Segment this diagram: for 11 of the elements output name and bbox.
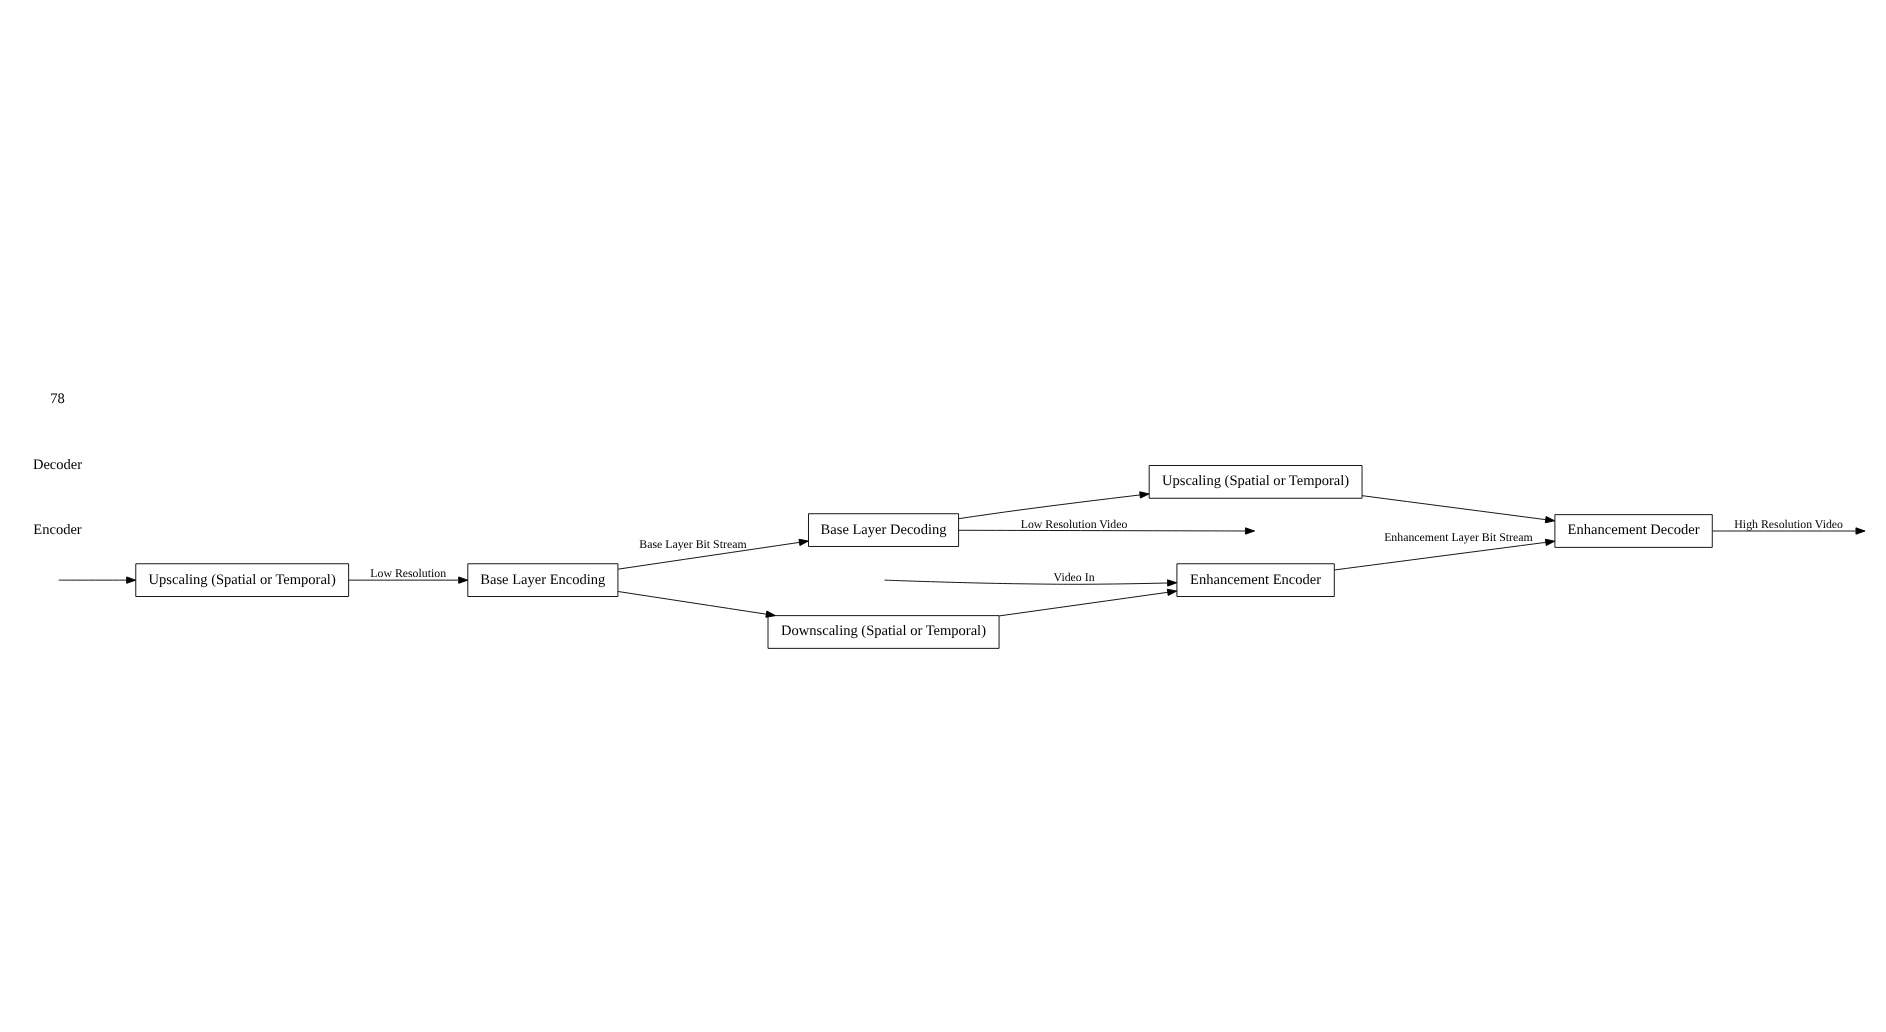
arrow [958, 527, 1255, 535]
arrow [958, 491, 1150, 520]
arrow [348, 576, 469, 584]
arrow [617, 538, 809, 570]
arrow [1712, 527, 1866, 535]
arrow [1334, 538, 1556, 571]
arrow [617, 591, 776, 618]
arrow [1361, 495, 1556, 524]
arrow [884, 579, 1178, 587]
arrow [998, 588, 1178, 617]
arrow [58, 576, 137, 584]
